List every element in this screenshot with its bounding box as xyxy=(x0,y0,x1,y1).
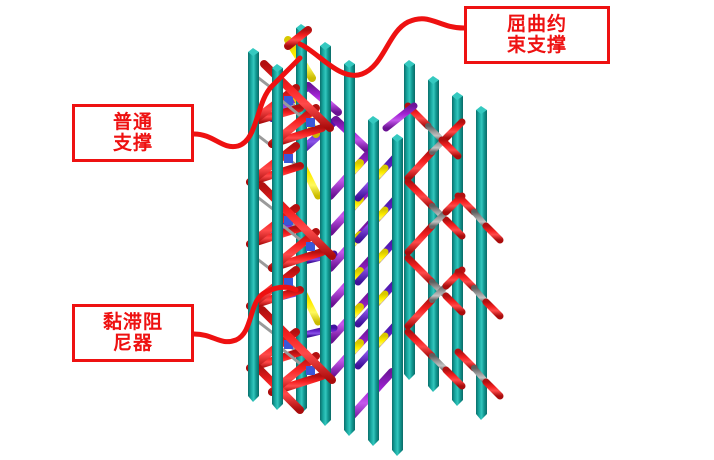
column xyxy=(476,106,487,420)
column xyxy=(368,116,379,446)
callout-buckling-restrained-brace[interactable]: 屈曲约 束支撑 xyxy=(464,6,610,64)
column xyxy=(248,48,259,402)
column-group-back xyxy=(404,60,487,420)
viscous-damper-assembly xyxy=(454,348,504,400)
column xyxy=(392,134,403,456)
leader-line-brb xyxy=(297,16,467,78)
viscous-damper-assembly xyxy=(454,192,504,244)
callout-ordinary-line2: 支撑 xyxy=(112,132,153,154)
column xyxy=(452,92,463,406)
callout-ordinary-line1: 普通 xyxy=(112,110,153,133)
viscous-damper-assembly xyxy=(404,328,466,390)
leader-line-ordinary xyxy=(191,55,303,150)
leader-lines xyxy=(191,16,467,345)
ordinary-brace-group xyxy=(246,26,336,414)
viscous-damper-assembly xyxy=(454,268,504,320)
callout-brb-line2: 束支撑 xyxy=(506,34,567,56)
column xyxy=(404,60,415,380)
leader-line-damper xyxy=(191,284,299,345)
callout-brb-line1: 屈曲约 xyxy=(506,12,567,35)
ordinary-brace xyxy=(284,26,312,50)
callout-ordinary-brace[interactable]: 普通 支撑 xyxy=(72,104,194,162)
brb-link xyxy=(382,102,418,132)
callout-damper-line2: 尼器 xyxy=(112,332,153,354)
column xyxy=(344,60,355,436)
column xyxy=(272,64,283,410)
callout-viscous-damper[interactable]: 黏滞阻 尼器 xyxy=(72,304,194,362)
callout-damper-line1: 黏滞阻 xyxy=(102,310,163,333)
column xyxy=(320,42,331,426)
